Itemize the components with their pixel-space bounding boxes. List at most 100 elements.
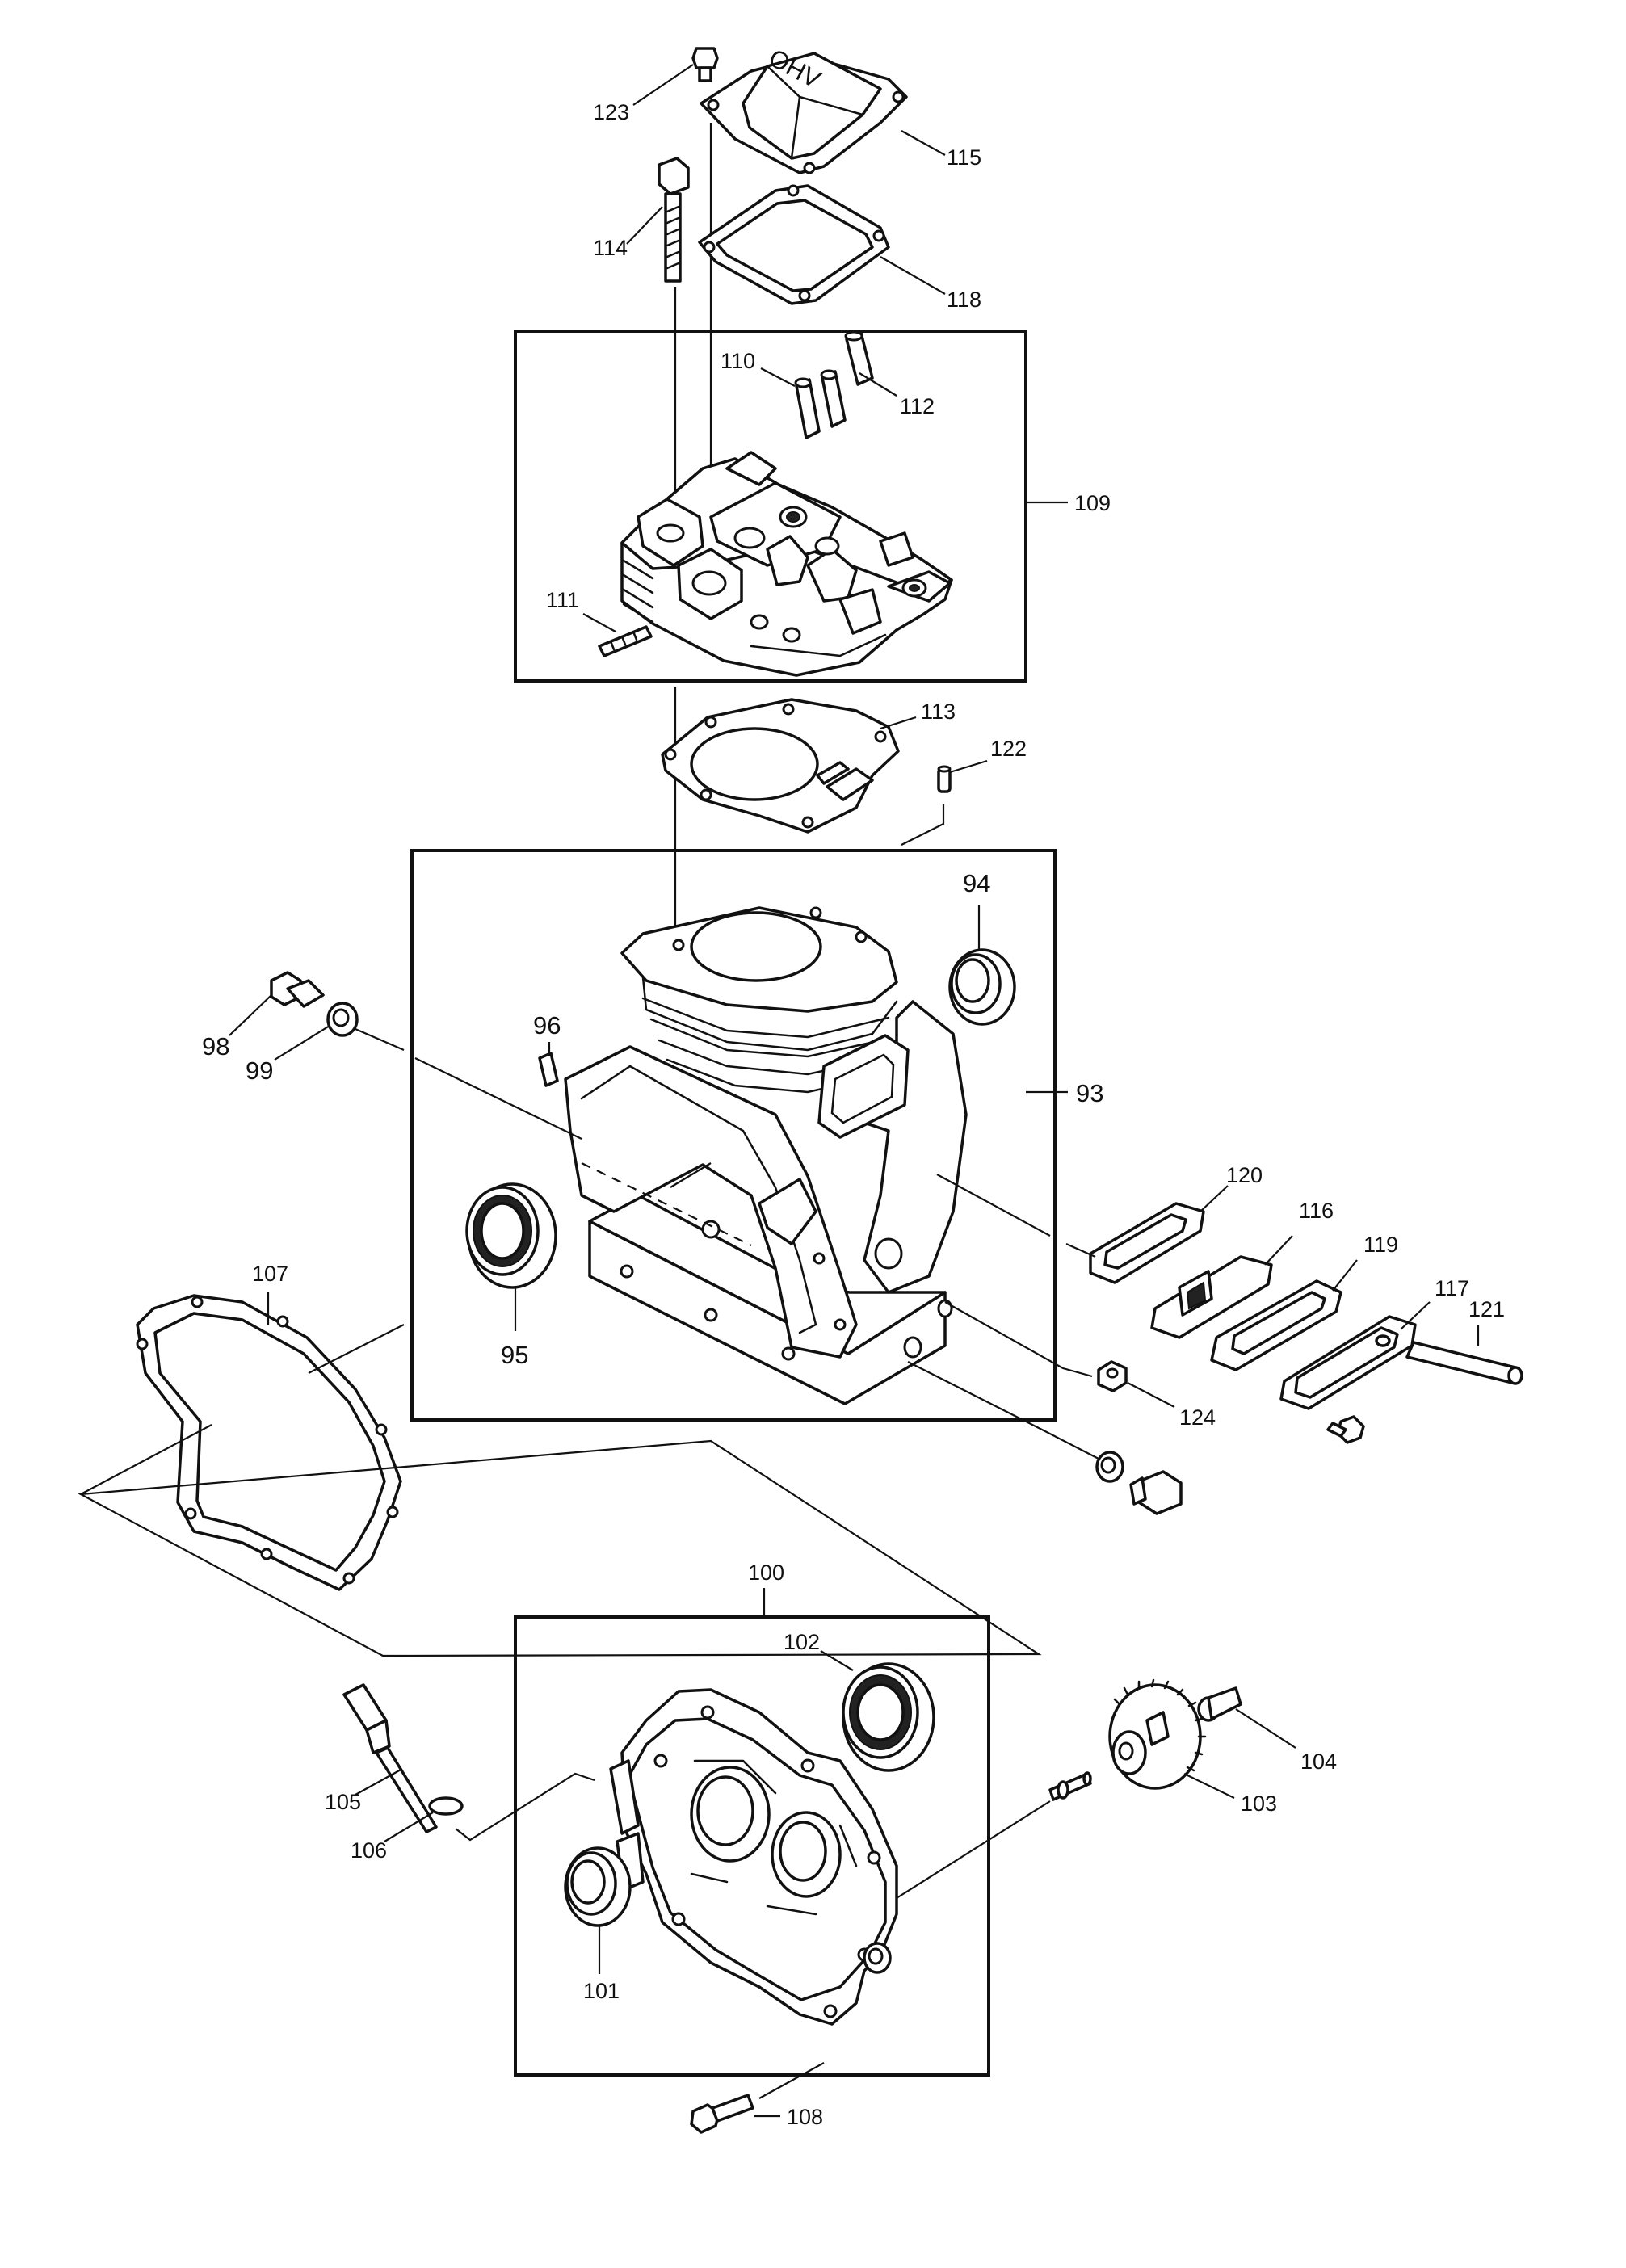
- label-121: 121: [1468, 1297, 1505, 1346]
- label-96-text: 96: [533, 1011, 561, 1040]
- label-99-text: 99: [246, 1056, 273, 1085]
- label-108: 108: [754, 2105, 823, 2129]
- label-113: 113: [880, 699, 956, 730]
- leader-106-axis: [455, 1772, 595, 1842]
- label-105: 105: [325, 1768, 403, 1814]
- label-115: 115: [901, 130, 981, 170]
- part-109-cylinder-head: [620, 451, 953, 677]
- label-106-text: 106: [351, 1838, 387, 1863]
- leader-124-axis: [944, 1301, 1093, 1378]
- label-95-text: 95: [501, 1341, 528, 1369]
- part-93-crankcase: [564, 906, 968, 1405]
- label-114-text: 114: [593, 236, 628, 260]
- part-101-oil-seal: [564, 1846, 632, 1927]
- label-100: 100: [748, 1560, 784, 1617]
- label-119: 119: [1332, 1233, 1398, 1292]
- label-120-text: 120: [1226, 1163, 1263, 1187]
- part-95-bearing: [465, 1182, 557, 1289]
- label-109-text: 109: [1074, 491, 1111, 515]
- label-98-text: 98: [202, 1032, 229, 1060]
- part-98-drain-plug: [270, 971, 325, 1008]
- label-122-text: 122: [990, 737, 1027, 761]
- label-124: 124: [1127, 1382, 1216, 1430]
- part-screw-side: [1326, 1415, 1365, 1444]
- part-120-gasket: [1089, 1202, 1205, 1284]
- label-112-text: 112: [900, 394, 935, 418]
- label-124-text: 124: [1179, 1405, 1216, 1430]
- label-121-text: 121: [1468, 1297, 1505, 1321]
- label-109: 109: [1026, 491, 1111, 515]
- label-93-text: 93: [1076, 1079, 1103, 1107]
- label-122: 122: [949, 737, 1027, 774]
- label-101: 101: [583, 1926, 620, 2003]
- leader-gasket-to-case: [308, 1324, 405, 1374]
- part-108-bolt: [690, 2094, 754, 2134]
- part-99-washer: [326, 1002, 359, 1037]
- part-113-head-gasket: [661, 698, 900, 834]
- label-93: 93: [1026, 1079, 1103, 1107]
- label-104-text: 104: [1300, 1749, 1337, 1774]
- label-94-text: 94: [963, 869, 990, 897]
- label-112: 112: [859, 372, 935, 418]
- leader-shaft-axis: [896, 1800, 1051, 1899]
- leader-108-axis: [758, 2062, 825, 2099]
- label-115-text: 115: [947, 145, 981, 170]
- label-111-text: 111: [546, 588, 579, 612]
- part-116-breather-valve: [1150, 1255, 1273, 1339]
- part-107-crankcase-gasket: [136, 1294, 402, 1591]
- leader-122-to-crankcase: [901, 804, 945, 846]
- part-122-dowel-pin: [937, 765, 952, 793]
- part-drain-plug-right: [1129, 1470, 1183, 1515]
- part-111-stud: [598, 625, 653, 657]
- label-101-text: 101: [583, 1979, 620, 2003]
- label-110-text: 110: [721, 349, 755, 373]
- part-115-valve-cover: OHV: [700, 44, 908, 174]
- label-116-text: 116: [1299, 1199, 1334, 1223]
- part-102-bearing: [842, 1662, 935, 1772]
- label-99: 99: [246, 1025, 330, 1085]
- label-105-text: 105: [325, 1790, 361, 1814]
- label-117-text: 117: [1435, 1276, 1469, 1300]
- label-103: 103: [1183, 1773, 1277, 1816]
- label-113-text: 113: [921, 699, 956, 724]
- label-104: 104: [1235, 1708, 1337, 1774]
- part-96-pin: [538, 1052, 559, 1087]
- label-107-text: 107: [252, 1262, 288, 1286]
- part-106-o-ring: [428, 1796, 464, 1816]
- part-112-dowel: [820, 330, 874, 428]
- part-114-head-bolt: [658, 157, 690, 283]
- label-107: 107: [252, 1262, 288, 1325]
- label-120: 120: [1200, 1163, 1263, 1212]
- label-118-text: 118: [947, 288, 981, 312]
- label-102-text: 102: [784, 1630, 820, 1654]
- part-110-dowel: [794, 377, 821, 439]
- part-123-bolt: [691, 47, 719, 82]
- crankcase-assembly-frame: [410, 849, 1057, 1422]
- part-100-crankcase-cover: [609, 1688, 898, 2026]
- leader-drain-right: [907, 1361, 1099, 1460]
- leader-side-cover-axis: [936, 1174, 1051, 1237]
- hidden-line-crankcase: [581, 1162, 752, 1246]
- part-118-cover-gasket: [698, 184, 890, 305]
- label-94: 94: [963, 869, 990, 950]
- cover-projection-lines: [78, 1439, 1042, 1657]
- label-102: 102: [784, 1630, 854, 1671]
- label-119-text: 119: [1363, 1233, 1398, 1257]
- label-123-text: 123: [593, 100, 629, 124]
- label-106: 106: [351, 1812, 434, 1863]
- label-108-text: 108: [787, 2105, 823, 2129]
- label-110: 110: [721, 349, 796, 387]
- part-103-governor-gear: [1108, 1678, 1207, 1790]
- label-114: 114: [593, 206, 663, 260]
- part-94-oil-seal: [948, 948, 1016, 1026]
- part-governor-shaft: [1048, 1771, 1092, 1801]
- label-117: 117: [1400, 1276, 1469, 1330]
- part-105-oil-gauge: [342, 1683, 438, 1833]
- crankcase-cover-assembly-frame: [514, 1615, 990, 2077]
- label-111: 111: [546, 588, 616, 632]
- part-121-breather-tube: [1405, 1341, 1523, 1385]
- label-95: 95: [501, 1287, 528, 1369]
- leader-99: [355, 1027, 405, 1052]
- part-washer-right: [1095, 1451, 1124, 1483]
